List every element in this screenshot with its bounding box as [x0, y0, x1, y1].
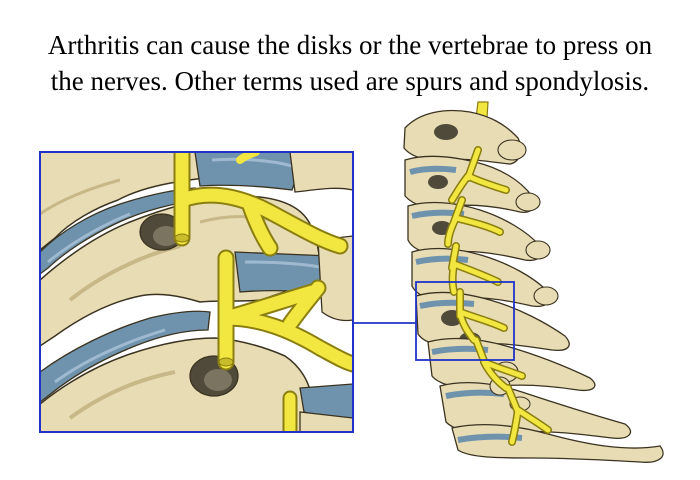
nerves-detail: [173, 152, 353, 432]
cervical-spine-full-view: [403, 101, 664, 463]
caption-text: Arthritis can cause the disks or the ver…: [0, 27, 700, 99]
zoom-inset-frame: [39, 151, 354, 433]
lower-disk: [40, 310, 211, 403]
zoomed-detail-inset: [40, 152, 353, 432]
lower-vertebra: [40, 337, 313, 432]
highlight-box: [415, 281, 515, 361]
caption-line-2: the nerves. Other terms used are spurs a…: [50, 66, 650, 96]
nerves-full-view: [444, 146, 552, 446]
caption-line-1: Arthritis can cause the disks or the ver…: [47, 30, 653, 60]
